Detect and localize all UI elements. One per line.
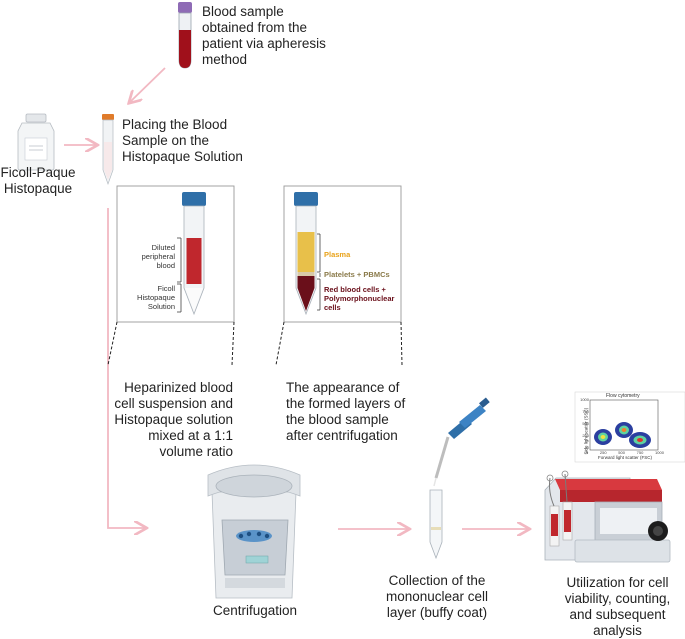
pipette-icon: [433, 397, 490, 487]
tube-right-pbmc-label: Platelets + PBMCs: [324, 270, 390, 279]
flow-ytick: 500: [582, 421, 589, 426]
placing-label: Placing the Blood Sample on the Histopaq…: [122, 117, 243, 164]
flow-title: Flow cytometry: [606, 393, 640, 399]
collection-label: Collection of the mononuclear cell layer…: [385, 573, 489, 620]
arrow-sample-to-placing: [130, 67, 166, 102]
tube-right-rbc-label: Red blood cells + Polymorphonuclear cell…: [324, 285, 395, 312]
flow-xticks: 0 250 500 750 1000: [586, 450, 664, 455]
mixed-label: Heparinized blood cell suspension and Hi…: [114, 380, 233, 459]
flow-xtick: 500: [618, 450, 625, 455]
small-conical-tube-icon: [102, 114, 114, 186]
flow-cytometer-icon: [544, 470, 671, 563]
collection-tube-icon: [429, 489, 443, 560]
mixed-tube-box: [116, 185, 235, 323]
centrifuge-icon: [207, 464, 301, 599]
layered-tube-box: [283, 185, 402, 323]
layers-caption: The appearance of the formed layers of t…: [286, 380, 406, 443]
flow-cytometry-plot: [574, 391, 685, 463]
tube-right-plasma-label: Plasma: [324, 250, 351, 259]
blood-sample-label: Blood sample obtained from the patient v…: [202, 4, 326, 67]
flow-arrows: [64, 67, 528, 529]
flow-ytick: 1000: [580, 397, 589, 402]
centrifugation-label: Centrifugation: [212, 603, 298, 618]
tube-left-ficoll-label: Ficoll Histopaque Solution: [137, 284, 175, 311]
ficoll-bottle-icon: [17, 113, 55, 171]
blood-sample-tube-icon: [178, 2, 192, 69]
flow-ytick: 250: [582, 433, 589, 438]
utilization-label: Utilization for cell viability, counting…: [564, 575, 671, 638]
reagent-label: Ficoll-Paque Histopaque: [0, 165, 76, 196]
diagram-canvas: [17, 2, 685, 599]
flow-xtick: 250: [599, 450, 607, 455]
flow-xtick: 750: [636, 450, 644, 455]
flow-ytick: 750: [582, 409, 589, 414]
flow-xlabel: Forward light scatter (FSC): [598, 455, 653, 460]
flow-yticks: 0 250 500 750 1000: [580, 397, 589, 450]
flow-xtick: 1000: [655, 450, 664, 455]
tube-left-blood-label: Diluted peripheral blood: [141, 243, 175, 270]
arrow-tube-to-centrifuge: [107, 208, 145, 528]
flow-ytick: 0: [586, 445, 589, 450]
flow-xtick: 0: [586, 450, 589, 455]
zoom-lines: [107, 321, 403, 366]
